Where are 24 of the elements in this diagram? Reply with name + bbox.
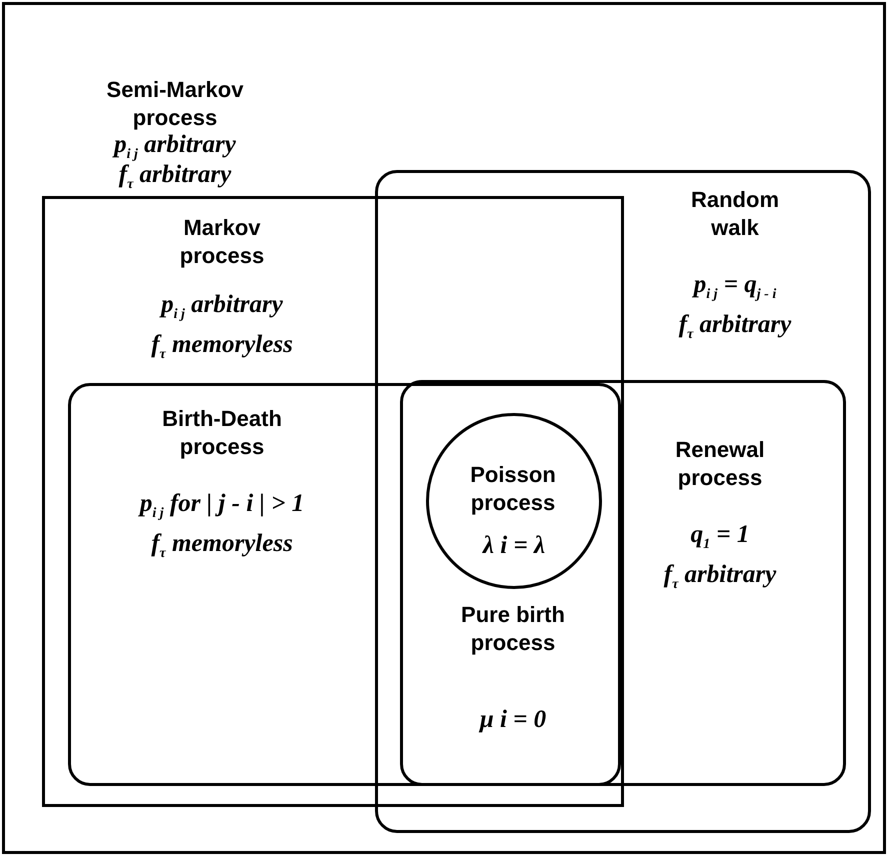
formula-text: μ i = 0 bbox=[478, 705, 548, 735]
set-boundary bbox=[68, 383, 621, 786]
formula-text: p$_{i j}$ arbitrary bbox=[111, 130, 237, 162]
formula-text: λ i = λ bbox=[481, 531, 546, 561]
formula-text: p$_{i j}$ arbitrary bbox=[158, 290, 284, 322]
set-name: Markov process bbox=[178, 214, 266, 270]
set-name: Pure birth process bbox=[460, 601, 566, 657]
formula-text: f$_{τ}$ arbitrary bbox=[662, 560, 778, 592]
set-boundary bbox=[400, 380, 846, 786]
formula-text: f$_{τ}$ memoryless bbox=[150, 529, 294, 561]
formula-text: f$_{τ}$ memoryless bbox=[150, 330, 294, 362]
set-name: Random walk bbox=[690, 186, 780, 242]
formula-text: q$_{1}$ = 1 bbox=[690, 520, 750, 552]
set-name: Birth-Death process bbox=[161, 405, 283, 461]
formula-text: f$_{τ}$ arbitrary bbox=[678, 310, 792, 342]
set-name: Poisson process bbox=[469, 461, 557, 517]
formula-text: f$_{τ}$ arbitrary bbox=[118, 161, 232, 192]
set-circle bbox=[426, 413, 602, 589]
set-boundary bbox=[42, 196, 624, 807]
formula-text: p$_{i j}$ for | j - i | > 1 bbox=[137, 489, 306, 521]
set-boundary bbox=[375, 170, 871, 833]
set-name: Semi-Markov process bbox=[106, 76, 244, 132]
set-name: Renewal process bbox=[674, 436, 766, 492]
formula-text: p$_{i j}$ = q$_{j - i}$ bbox=[691, 270, 778, 302]
